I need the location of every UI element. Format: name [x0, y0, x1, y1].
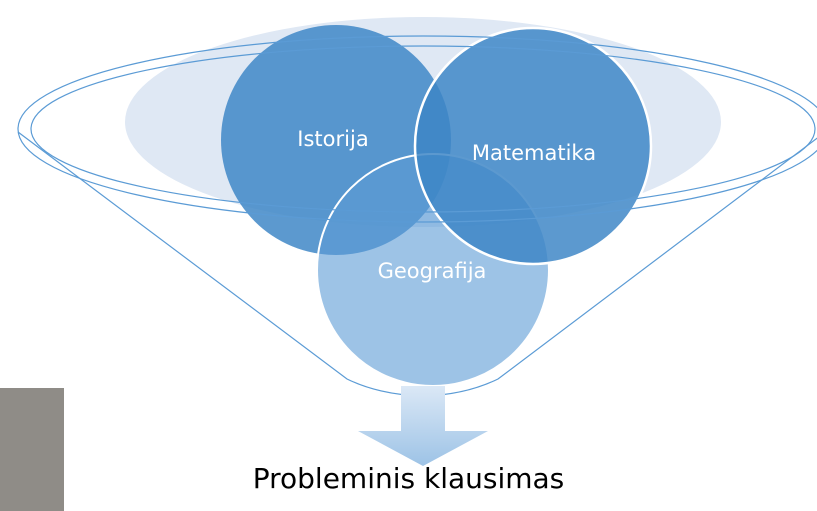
- funnel-rim-outer: [17, 35, 817, 223]
- label-geografija: Geografija: [378, 259, 487, 283]
- label-matematika: Matematika: [472, 141, 596, 165]
- side-image-fragment: [0, 388, 64, 511]
- result-label: Probleminis klausimas: [252, 462, 565, 495]
- circle-matematika: [413, 26, 653, 266]
- funnel-rim-inner: [30, 45, 816, 213]
- label-istorija: Istorija: [297, 127, 368, 151]
- down-arrow-icon: [358, 386, 488, 466]
